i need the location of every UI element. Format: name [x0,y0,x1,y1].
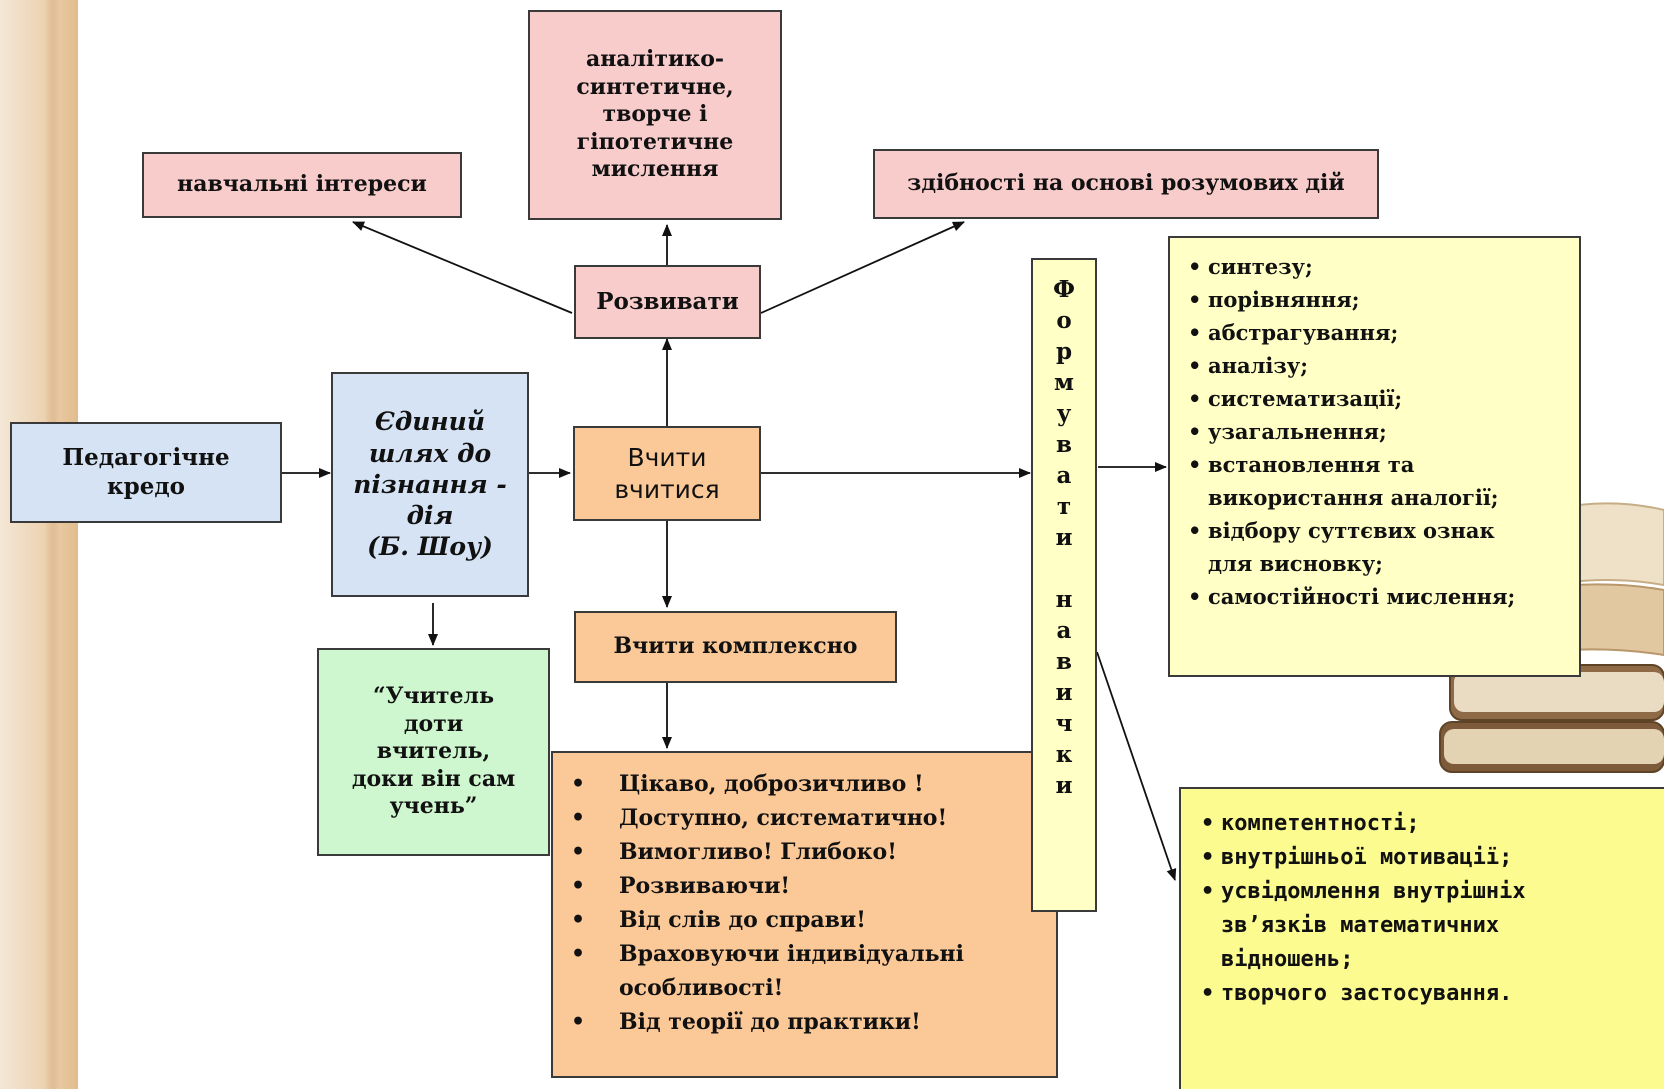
skill-item: •встановлення та використання аналогії; [1188,452,1499,510]
form-skills-letter: Ф [1053,276,1075,303]
principle-item: •Вимогливо! Глибоко! [571,839,897,865]
thinking-line-2: синтетичне, [576,73,734,100]
form-skills-letter: а [1056,617,1072,644]
develop-text: Розвивати [596,287,739,315]
learn-to-learn-box: Вчити вчитися [573,426,761,521]
develop-box: Розвивати [574,265,761,339]
unified-path-line-1: Єдиний [374,407,486,437]
quote-line-5: учень” [389,793,478,820]
thinking-skills-list: •синтезу; •порівняння; •абстрагування; •… [1188,250,1538,613]
thinking-skills-box: •синтезу; •порівняння; •абстрагування; •… [1168,236,1581,677]
form-skills-letter: ч [1055,710,1073,737]
quote-line-2: доти [403,710,464,737]
form-skills-letter: а [1056,462,1072,489]
learn-to-learn-line-1: Вчити [627,443,707,473]
skill-item: •абстрагування; [1188,320,1399,345]
learning-interests-box: навчальні інтереси [142,152,462,218]
quote-line-3: вчитель, [376,738,491,765]
form-skills-vertical-box: Ф о р м у в а т и н а в и ч к и [1031,258,1097,912]
thinking-line-5: мислення [591,156,719,183]
competence-item: •усвідомлення внутрішніх зв’язків матема… [1201,879,1526,972]
principle-item: •Від слів до справи! [571,907,866,933]
principles-box: •Цікаво, доброзичливо ! •Доступно, систе… [551,751,1058,1078]
skill-item: •аналізу; [1188,353,1308,378]
abilities-box: здібності на основі розумових дій [873,149,1379,219]
form-skills-letter: в [1056,648,1072,675]
unified-path-line-3: пізнання - [353,469,507,499]
quote-line-1: “Учитель [373,683,494,710]
unified-path-line-5: (Б. Шоу) [367,532,493,562]
skill-item: •систематизації; [1188,386,1403,411]
principles-list: •Цікаво, доброзичливо ! •Доступно, систе… [571,767,1009,1039]
unified-path-box: Єдиний шлях до пізнання - дія (Б. Шоу) [331,372,529,597]
decorative-left-stripe [0,0,78,1089]
competences-list: •компетентності; •внутрішньої мотивації;… [1201,807,1541,1011]
thinking-line-3: творче і [602,101,708,128]
principle-item: •Цікаво, доброзичливо ! [571,771,924,797]
thinking-line-1: аналітико- [585,46,725,73]
skill-item: •синтезу; [1188,254,1313,279]
competence-item: •компетентності; [1201,811,1420,836]
form-skills-letter: т [1056,493,1072,520]
form-skills-letter: у [1056,400,1072,427]
form-skills-letter: н [1055,586,1073,613]
form-skills-letter: м [1054,369,1074,396]
competences-box: •компетентності; •внутрішньої мотивації;… [1179,787,1664,1089]
learn-comprehensively-text: Вчити комплексно [613,633,858,660]
form-skills-letter: к [1055,741,1073,768]
quote-line-4: доки він сам [351,765,516,792]
form-skills-letter: о [1056,307,1072,334]
unified-path-line-2: шлях до [368,438,492,468]
form-skills-letter: и [1055,772,1073,799]
learn-comprehensively-box: Вчити комплексно [574,611,897,683]
skill-item: •порівняння; [1188,287,1360,312]
teacher-quote-box: “Учитель доти вчитель, доки він сам учен… [317,648,550,856]
principle-item: •Враховуючи індивідуальні особливості! [571,941,965,1001]
learning-interests-text: навчальні інтереси [177,171,427,198]
form-skills-letter: в [1056,431,1072,458]
principle-item: •Розвиваючи! [571,873,791,899]
unified-path-line-4: дія [406,501,454,531]
principle-item: •Доступно, систематично! [571,805,948,831]
principle-item: •Від теорії до практики! [571,1009,921,1035]
competence-item: •внутрішньої мотивації; [1201,845,1513,870]
pedagogical-credo-box: Педагогічне кредо [10,422,282,523]
skill-item: •самостійності мислення; [1188,584,1516,609]
thinking-types-box: аналітико- синтетичне, творче і гіпотети… [528,10,782,220]
form-skills-letter: р [1055,338,1073,365]
competence-item: •творчого застосування. [1201,981,1513,1006]
skill-item: •відбору суттєвих ознак для висновку; [1188,518,1495,576]
thinking-line-4: гіпотетичне [576,128,734,155]
abilities-text: здібності на основі розумових дій [907,170,1345,197]
pedagogical-credo-text: Педагогічне кредо [62,443,230,500]
skill-item: •узагальнення; [1188,419,1387,444]
form-skills-letter: и [1055,524,1073,551]
form-skills-letter: и [1055,679,1073,706]
learn-to-learn-line-2: вчитися [614,474,720,504]
